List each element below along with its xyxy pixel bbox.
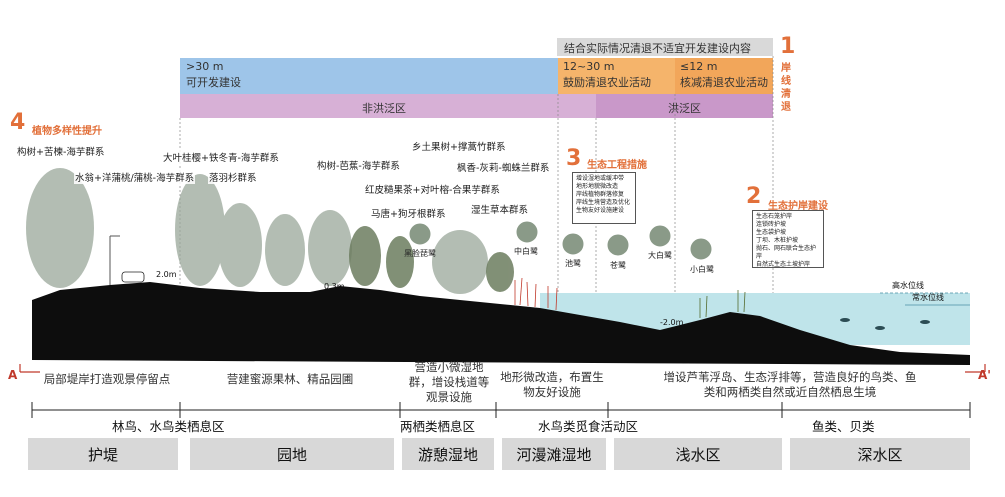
plant-group-label: 湿生草本群系 (470, 202, 530, 216)
callout-3-title: 生态工程措施 (587, 160, 647, 171)
encourage-clear-label: 鼓励清退农业活动 (563, 76, 651, 89)
callout-2-title: 生态护岸建设 (768, 201, 828, 212)
habitat-label: 水鸟类觅食活动区 (538, 419, 639, 434)
flood-label: 洪泛区 (668, 102, 701, 115)
elevation-label: 0.3m (324, 282, 345, 291)
callout-1-text: 岸线清退 (781, 63, 791, 113)
callout-1-number: 1 (780, 34, 796, 59)
callout-3-item: 地形地貌微改造 (576, 183, 619, 190)
callout-2-item: 自然式生态土坡护岸 (756, 261, 811, 268)
elevation-label: 2.0m (156, 270, 177, 279)
flood-band (596, 94, 773, 118)
bird-label: 中白鹭 (514, 247, 538, 256)
bird-label: 大白鹭 (648, 251, 672, 260)
high-water-label: 高水位线 (892, 281, 924, 290)
bird-label: 小白鹭 (690, 265, 714, 274)
callout-2-list: 生态石笼护岸 连锁砖护坡 生态袋护坡 丁坝、木桩护坡 抛石、网石联合生态护岸 自… (752, 210, 824, 268)
encourage-clear-distance: 12~30 m (563, 60, 615, 73)
callout-2-number: 2 (746, 184, 762, 209)
elevation-label: -2.0m (660, 318, 684, 327)
habitat-label: 鱼类、贝类 (812, 419, 875, 434)
category-garden: 园地 (190, 438, 394, 470)
reduce-clear-band (675, 58, 773, 94)
callout-2-item: 丁坝、木桩护坡 (756, 237, 799, 244)
habitat-label: 两栖类栖息区 (400, 419, 476, 434)
category-floodplain-wetland: 河漫滩湿地 (502, 438, 606, 470)
zone-description: 局部堤岸打造观景停留点 (43, 372, 171, 386)
zone-description: 营建蜜源果林、精品园圃 (226, 372, 354, 386)
plant-group-label: 构树+苦楝-海芋群系 (16, 144, 106, 158)
clearance-gray-label: 结合实际情况清退不适宜开发建设内容 (564, 42, 751, 55)
callout-3-item: 增设湿地或缓冲带 (576, 175, 625, 182)
plant-group-label: 水翁+洋蒲桃/蒲桃-海芋群系 (74, 170, 196, 184)
bird-label: 黑脸琵鹭 (404, 249, 436, 258)
plant-group-label: 乡土果树+撑蒿竹群系 (411, 139, 507, 153)
section-marker-left: A (8, 368, 18, 382)
habitat-label: 林鸟、水鸟类栖息区 (112, 419, 225, 434)
category-deep-water: 深水区 (790, 438, 970, 470)
callout-3-item: 岸线植物群落修复 (576, 191, 625, 198)
callout-3-item: 岸线生境营造及优化 (576, 199, 631, 206)
callout-4-title: 植物多样性提升 (32, 126, 102, 137)
clearance-gray-band (557, 38, 773, 56)
buildable-label: 可开发建设 (186, 76, 241, 89)
callout-2-item: 生态袋护坡 (756, 229, 787, 236)
buildable-band (180, 58, 558, 94)
category-embankment: 护堤 (28, 438, 178, 470)
callout-3-list: 增设湿地或缓冲带 地形地貌微改造 岸线植物群落修复 岸线生境营造及优化 生物友好… (572, 172, 636, 224)
non-flood-label: 非洪泛区 (362, 102, 406, 115)
buildable-distance: >30 m (186, 60, 224, 73)
plant-group-label: 红皮糙果茶+对叶榕-合果芋群系 (364, 182, 501, 196)
reduce-clear-label: 核减清退农业活动 (680, 76, 768, 89)
callout-3-number: 3 (566, 146, 582, 171)
callout-2-item: 连锁砖护坡 (756, 221, 787, 228)
category-recreation-wetland: 游憩湿地 (402, 438, 494, 470)
plant-group-label: 落羽杉群系 (208, 170, 258, 184)
reduce-clear-distance: ≤12 m (680, 60, 718, 73)
callout-2-item: 抛石、网石联合生态护岸 (756, 245, 817, 260)
plant-group-label: 大叶桂樱+铁冬青-海芋群系 (162, 150, 280, 164)
plant-group-label: 构树-芭蕉-海芋群系 (316, 158, 401, 172)
plant-group-label: 枫香-灰莉-蜘蛛兰群系 (456, 160, 551, 174)
section-marker-right: A' (978, 368, 991, 382)
zone-description: 地形微改造，布置生物友好设施 (500, 370, 604, 399)
zone-description: 增设芦苇浮岛、生态浮排等，营造良好的鸟类、鱼类和两栖类自然或近自然栖息生境 (663, 370, 917, 399)
bird-label: 苍鹭 (610, 261, 626, 270)
zone-description: 营造小微湿地群，增设栈道等观景设施 (408, 360, 490, 404)
callout-4-number: 4 (10, 110, 26, 135)
encourage-clear-band (558, 58, 675, 94)
callout-2-item: 生态石笼护岸 (756, 213, 793, 220)
category-shallow-water: 浅水区 (614, 438, 782, 470)
non-flood-band (180, 94, 596, 118)
plant-group-label: 马唐+狗牙根群系 (370, 206, 447, 220)
normal-water-label: 常水位线 (912, 293, 944, 302)
callout-3-item: 生物友好设施建设 (576, 207, 625, 214)
bird-label: 池鹭 (565, 259, 581, 268)
